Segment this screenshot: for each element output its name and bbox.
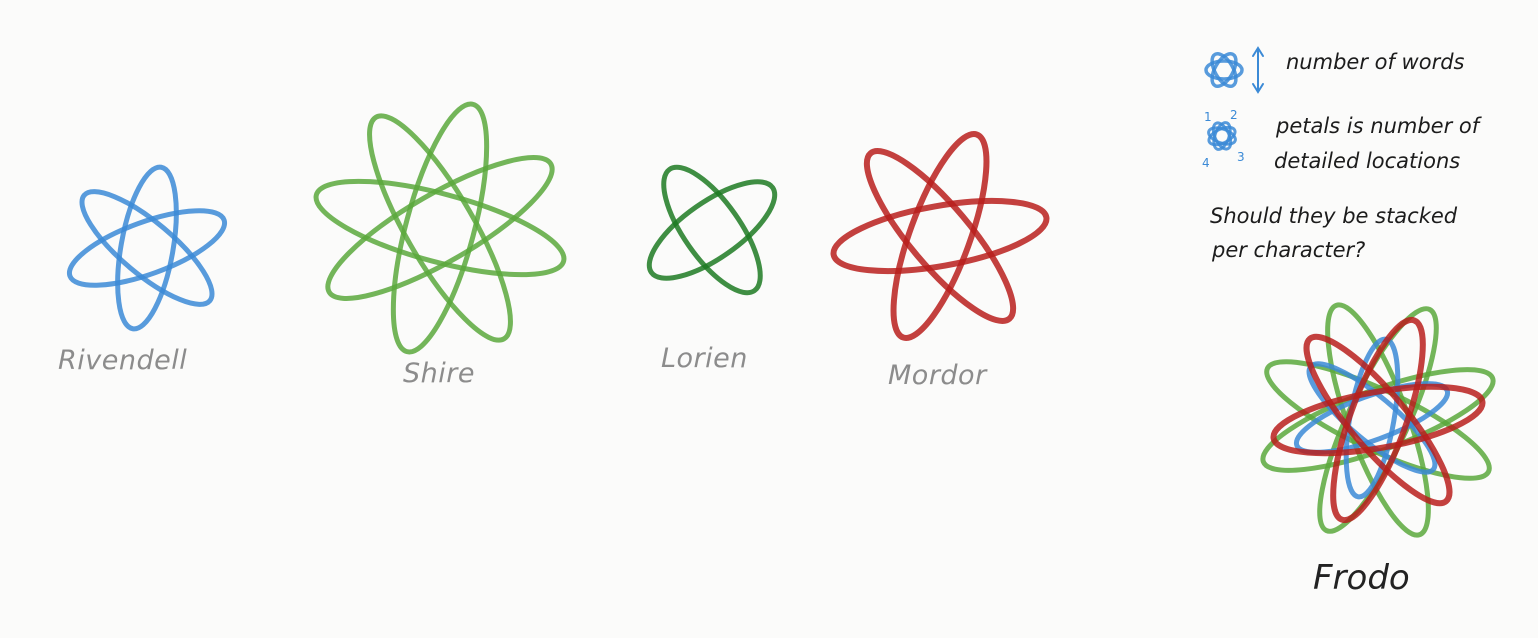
flower-mordor-petal xyxy=(830,198,1050,274)
flower-glyph-icon xyxy=(1204,52,1244,88)
frodo-layer-mordor xyxy=(1270,316,1486,524)
flower-glyph-icon-petal xyxy=(1210,52,1238,88)
flower-shire-petal xyxy=(325,155,555,301)
frodo-layer-mordor-petal xyxy=(1330,316,1426,524)
flower-shire-petal xyxy=(367,113,513,343)
flower-mordor-petal xyxy=(890,130,990,342)
flower-glyph-icon-petal xyxy=(1212,121,1232,151)
frodo-layer-mordor-petal xyxy=(1270,383,1486,457)
flower-shire-petal xyxy=(390,101,490,355)
legend-size-note: number of words xyxy=(1286,50,1465,74)
petal-number-4: 4 xyxy=(1202,156,1210,170)
flower-glyph-icon-petal xyxy=(1211,121,1233,151)
label-mordor: Mordor xyxy=(888,360,987,391)
petal-number-1: 1 xyxy=(1204,110,1212,124)
petal-number-3: 3 xyxy=(1237,150,1245,164)
label-shire: Shire xyxy=(403,358,475,389)
frodo-layer-mordor-petal xyxy=(1303,333,1453,507)
label-lorien: Lorien xyxy=(661,343,748,374)
question-line1: Should they be stacked xyxy=(1210,204,1458,228)
frodo-layer-shire-petal xyxy=(1325,302,1431,538)
flower-lorien xyxy=(646,164,778,296)
flower-mordor-petal xyxy=(863,148,1017,324)
flower-glyph-icon-petal xyxy=(1210,52,1238,88)
flower-lorien-petal xyxy=(646,179,778,281)
flower-rivendell-petal xyxy=(115,164,179,332)
flowers-layer xyxy=(66,101,1496,538)
flower-mordor xyxy=(830,130,1050,342)
legend-petals-note-line2: detailed locations xyxy=(1274,149,1461,173)
legend-icons xyxy=(1204,46,1264,151)
frodo-layer-rivendell-petal xyxy=(1293,381,1451,455)
flower-glyph-icon-petal xyxy=(1207,125,1237,147)
flower-rivendell-petal xyxy=(79,189,215,307)
question-line2: per character? xyxy=(1212,238,1366,262)
legend-petals-note-line1: petals is number of xyxy=(1276,114,1480,138)
flower-shire xyxy=(313,101,567,355)
double-arrow-icon xyxy=(1252,46,1264,94)
flower-glyph-icon-petal xyxy=(1204,59,1244,81)
flower-lorien-petal xyxy=(661,164,763,296)
flower-glyph-icon-petal xyxy=(1207,126,1237,146)
flower-rivendell xyxy=(66,164,228,332)
petal-number-2: 2 xyxy=(1230,108,1238,122)
frodo-layer-shire-petal xyxy=(1317,306,1439,534)
flower-shire-petal xyxy=(313,178,567,278)
label-rivendell: Rivendell xyxy=(58,345,188,376)
character-label-frodo: Frodo xyxy=(1313,558,1410,598)
flower-rivendell-petal xyxy=(66,208,228,288)
flower-glyph-icon xyxy=(1207,121,1237,151)
